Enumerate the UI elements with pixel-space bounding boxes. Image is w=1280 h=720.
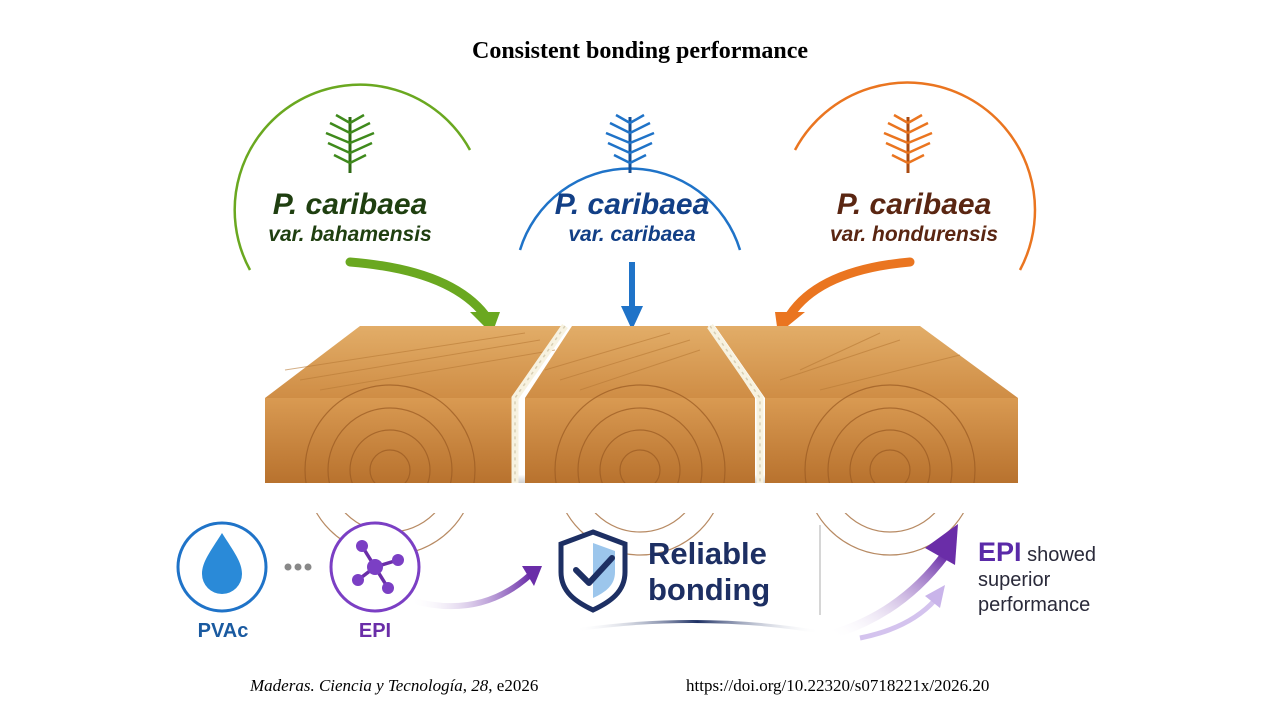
shield-check-icon	[558, 529, 628, 613]
epi-label: EPI	[358, 620, 392, 642]
article-id: e2026	[496, 676, 539, 695]
green-arrow	[345, 257, 490, 320]
trend-up-arrow-icon	[825, 524, 958, 641]
journal-name: Maderas. Ciencia y Tecnología	[250, 676, 463, 695]
pine-branch-icon	[605, 113, 655, 173]
orange-arc	[793, 81, 1037, 271]
pine-branch-icon	[325, 113, 375, 173]
wood-boards	[265, 324, 1018, 556]
pine-branch-icon	[883, 113, 933, 173]
species-variety: var. caribaea	[568, 223, 696, 246]
epi-superior: superior	[978, 569, 1051, 591]
orange-arrow	[785, 257, 915, 320]
blue-arrowhead	[621, 306, 643, 330]
reliable-line1: Reliable	[648, 536, 767, 571]
reliable-line2: bonding	[648, 572, 771, 607]
species-variety: var. bahamensis	[268, 223, 432, 246]
doi-link[interactable]: https://doi.org/10.22320/s0718221x/2026.…	[686, 676, 990, 695]
species-label-caribaea: P. caribaea var. caribaea	[532, 188, 732, 248]
species-label-hondurensis: P. caribaea var. hondurensis	[814, 188, 1014, 248]
pvac-label: PVAc	[197, 620, 249, 642]
epi-arrow	[409, 572, 533, 610]
species-name: P. caribaea	[272, 188, 428, 221]
epi-lead: EPI	[978, 537, 1022, 567]
green-arc	[233, 83, 472, 271]
epi-superior-text: EPI showed superior performance	[978, 537, 1097, 618]
reliable-bonding-text: Reliable bonding	[648, 536, 770, 608]
epi-performance: performance	[978, 594, 1091, 616]
species-name: P. caribaea	[554, 188, 710, 221]
species-name: P. caribaea	[836, 188, 992, 221]
journal-volume: 28	[471, 676, 489, 695]
epi-showed: showed	[1027, 544, 1097, 566]
species-label-bahamensis: P. caribaea var. bahamensis	[250, 188, 450, 248]
slide-title: Consistent bonding performance	[471, 38, 808, 64]
species-variety: var. hondurensis	[829, 223, 999, 246]
citation: Maderas. Ciencia y Tecnología, 28, e2026	[250, 676, 539, 695]
water-drop-icon	[202, 533, 242, 594]
